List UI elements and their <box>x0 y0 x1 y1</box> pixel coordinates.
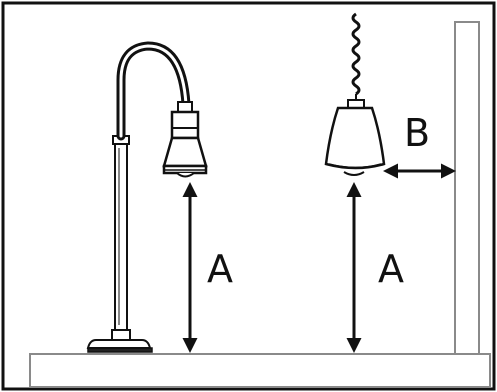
label-right-height: A <box>378 247 404 291</box>
label-left-height: A <box>207 247 233 291</box>
coiled-cord-icon <box>351 12 361 96</box>
label-wall-clearance: B <box>404 111 430 155</box>
freestanding-heat-lamp-icon <box>86 41 208 353</box>
counter-surface <box>29 353 491 388</box>
pendant-heat-lamp-icon <box>324 12 386 176</box>
wall <box>454 21 480 357</box>
